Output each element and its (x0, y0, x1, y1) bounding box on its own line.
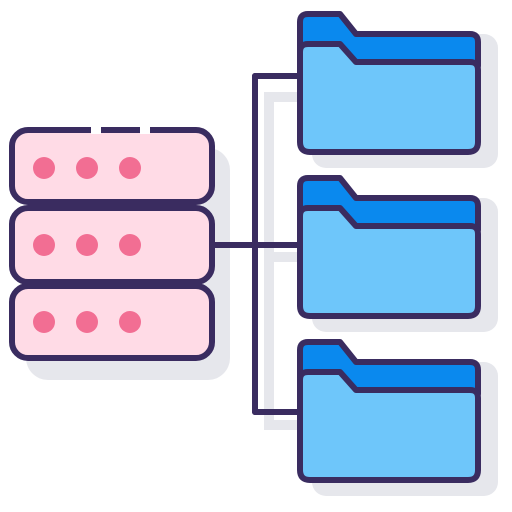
led-dot (33, 234, 55, 256)
led-dot (33, 157, 55, 179)
folder-3 (297, 339, 481, 483)
server-stack (9, 126, 215, 361)
led-dot (76, 234, 98, 256)
folder-body (297, 41, 481, 155)
folder-2 (297, 175, 481, 319)
led-dot (76, 157, 98, 179)
folder-body (297, 369, 481, 483)
folder-1 (297, 11, 481, 155)
server-unit-2 (9, 205, 215, 285)
connector-lines (209, 73, 303, 415)
led-dot (76, 311, 98, 333)
led-dot (119, 157, 141, 179)
led-dot (33, 311, 55, 333)
led-dot (119, 311, 141, 333)
server-unit-body (9, 205, 215, 285)
server-unit-1 (9, 127, 215, 205)
server-unit-3 (9, 283, 215, 361)
folder-body (297, 205, 481, 319)
led-dot (119, 234, 141, 256)
connector-shadow (264, 92, 308, 430)
server-unit-body (9, 283, 215, 361)
server-unit-body (9, 127, 215, 205)
